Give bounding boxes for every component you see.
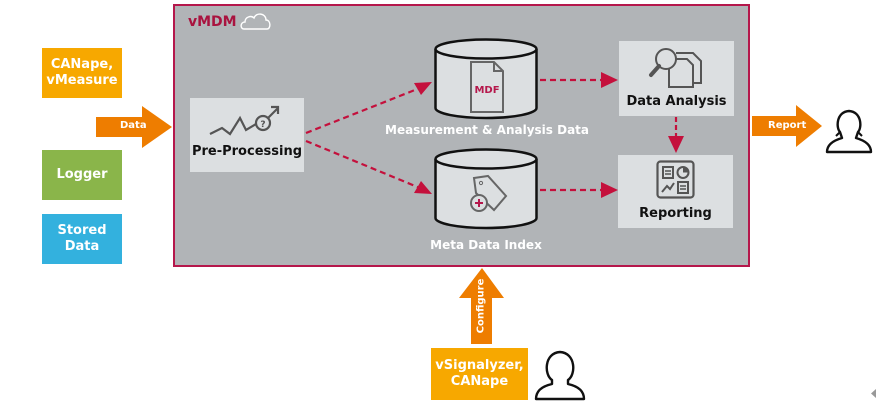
previous-slide-icon[interactable] <box>871 389 877 398</box>
vsignalyzer-canape-box: vSignalyzer, CANape <box>431 348 528 400</box>
pre-processing-label: Pre-Processing <box>191 144 303 159</box>
arrow-preproc-to-meta <box>305 139 432 194</box>
svg-text:MDF: MDF <box>474 85 499 96</box>
mdf-file-icon: MDF <box>470 61 504 113</box>
report-arrow <box>752 105 822 147</box>
data-analysis-box: Data Analysis <box>619 41 734 116</box>
user-icon <box>534 350 586 401</box>
configure-arrow <box>459 268 504 344</box>
vmdm-title: vMDM <box>188 14 237 30</box>
meta-data-database <box>434 148 538 230</box>
cloud-icon <box>240 13 271 30</box>
reporting-label: Reporting <box>639 206 712 221</box>
tag-plus-icon <box>470 174 508 212</box>
configure-arrow-label: Configure <box>475 278 487 334</box>
canape-vmeasure-source: CANape, vMeasure <box>42 48 122 98</box>
report-arrow-label: Report <box>768 120 807 131</box>
measurement-database-label: Measurement & Analysis Data <box>385 123 589 137</box>
arrow-meta-to-reporting <box>540 182 618 198</box>
measurement-database: MDF <box>434 38 538 120</box>
meta-data-database-label: Meta Data Index <box>430 238 542 252</box>
magnifier-documents-icon <box>649 48 702 88</box>
data-arrow <box>96 106 172 148</box>
arrow-analysis-to-reporting <box>668 117 684 153</box>
stored-data-source: Stored Data <box>42 214 122 264</box>
data-arrow-label: Data <box>120 120 147 131</box>
user-female-icon <box>825 109 873 154</box>
trend-question-icon: ? <box>209 105 280 136</box>
arrow-measurement-to-analysis <box>540 72 618 88</box>
dashboard-icon <box>656 160 695 199</box>
arrow-preproc-to-measurement <box>305 82 432 135</box>
svg-text:?: ? <box>260 120 265 130</box>
reporting-box: Reporting <box>618 155 733 228</box>
pre-processing-box: ? Pre-Processing <box>190 98 304 172</box>
logger-source: Logger <box>42 150 122 200</box>
data-analysis-label: Data Analysis <box>626 94 727 109</box>
